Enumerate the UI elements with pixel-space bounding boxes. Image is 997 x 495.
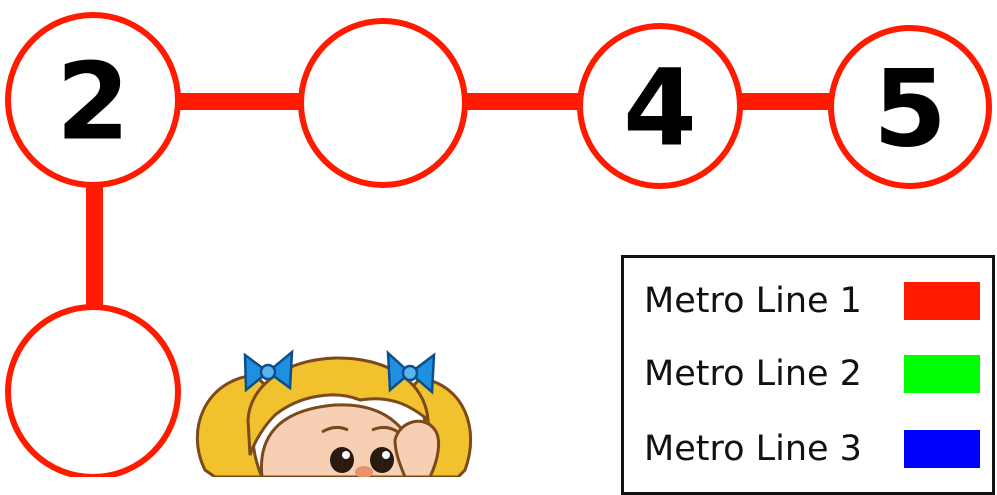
legend-swatch-red bbox=[904, 282, 980, 320]
station-label: 4 bbox=[623, 47, 697, 170]
station-top-1[interactable]: 2 bbox=[8, 15, 178, 185]
right-eye-highlight bbox=[382, 451, 390, 459]
right-eye bbox=[370, 447, 394, 473]
legend-item-metro-line-1: Metro Line 1 bbox=[644, 273, 980, 329]
legend-swatch-green bbox=[904, 355, 980, 393]
track-segment-2-3 bbox=[456, 93, 586, 110]
legend-swatch-blue bbox=[904, 430, 980, 468]
left-eye-highlight bbox=[342, 451, 350, 459]
station-circle[interactable] bbox=[301, 21, 465, 185]
track-segment-3-4 bbox=[735, 93, 833, 110]
station-circle[interactable] bbox=[8, 307, 178, 477]
legend-item-metro-line-2: Metro Line 2 bbox=[644, 346, 980, 402]
station-top-3[interactable]: 4 bbox=[580, 26, 740, 186]
legend-label: Metro Line 3 bbox=[644, 429, 862, 469]
station-label: 2 bbox=[56, 41, 130, 164]
legend-label: Metro Line 2 bbox=[644, 354, 862, 394]
girl-illustration bbox=[197, 352, 470, 477]
left-eye bbox=[330, 447, 354, 473]
station-top-2[interactable] bbox=[301, 21, 465, 185]
track-segment-1-bottom bbox=[86, 175, 103, 315]
legend: Metro Line 1 Metro Line 2 Metro Line 3 bbox=[621, 255, 995, 495]
legend-label: Metro Line 1 bbox=[644, 281, 862, 321]
station-top-4[interactable]: 5 bbox=[831, 28, 989, 186]
track-segment-1-2 bbox=[170, 93, 310, 110]
hand bbox=[395, 421, 439, 477]
station-label: 5 bbox=[873, 48, 947, 171]
station-bottom-1[interactable] bbox=[8, 307, 178, 477]
legend-item-metro-line-3: Metro Line 3 bbox=[644, 421, 980, 477]
